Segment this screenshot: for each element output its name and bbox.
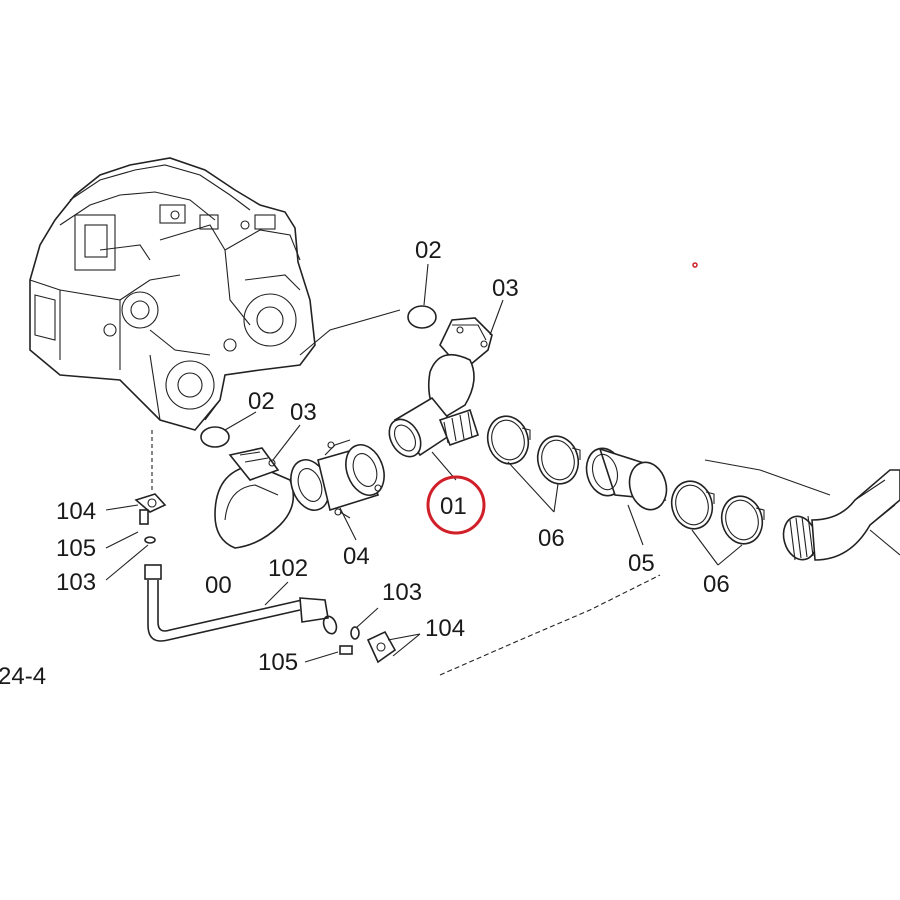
label-00: 00: [205, 572, 232, 599]
part-103-washer-right: [350, 626, 360, 640]
label-01: 01: [440, 493, 467, 520]
label-03-top: 03: [492, 275, 519, 302]
red-dot-mark: [692, 262, 698, 268]
label-105-left: 105: [56, 535, 96, 562]
part-105-bolt-left: [139, 509, 149, 525]
part-05-sleeve: [585, 447, 668, 511]
label-105-right: 105: [258, 649, 298, 676]
exhaust-pipe-right: [782, 469, 900, 561]
label-02-left: 02: [248, 388, 275, 415]
label-06-right: 06: [703, 571, 730, 598]
part-04-coupling: [290, 439, 385, 519]
part-104-banjo-right: [366, 630, 397, 664]
part-02-oring-left: [200, 426, 230, 448]
part-103-washer-left: [144, 536, 156, 544]
part-06-clamps-left: [486, 415, 581, 485]
label-103-right: 103: [382, 579, 422, 606]
label-edge-fragment: Y24-4: [0, 663, 46, 690]
label-02-top: 02: [415, 237, 442, 264]
part-06-clamps-right: [670, 480, 765, 545]
part-02-oring-top: [407, 305, 437, 329]
label-03-left: 03: [290, 399, 317, 426]
label-102: 102: [268, 555, 308, 582]
label-103-left: 103: [56, 569, 96, 596]
part-105-bolt-right: [339, 645, 353, 655]
label-104-right: 104: [425, 615, 465, 642]
engine-block: [29, 157, 316, 431]
label-104-left: 104: [56, 498, 96, 525]
label-05: 05: [628, 550, 655, 577]
label-06-left: 06: [538, 525, 565, 552]
part-01-elbow-pipe: [388, 317, 493, 458]
leader-lines: [151, 309, 831, 676]
highlight-circle-01: [426, 475, 486, 535]
part-104-banjo-left: [134, 493, 167, 513]
part-102-hose: [144, 564, 338, 642]
label-04: 04: [343, 543, 370, 570]
part-00-elbow: [214, 447, 295, 549]
